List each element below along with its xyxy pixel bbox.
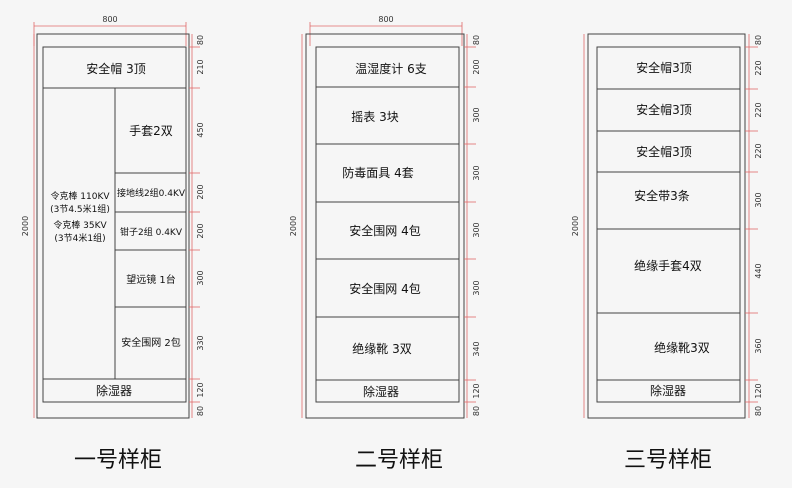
compartment-label: 令克棒 35KV xyxy=(53,219,107,231)
dim-value: 220 xyxy=(754,60,763,75)
cabinet-outer-frame xyxy=(305,33,465,419)
dim-value: 220 xyxy=(754,102,763,117)
dim-value: 80 xyxy=(754,35,763,45)
cabinet-caption: 三号样柜 xyxy=(624,448,712,473)
dim-value: 300 xyxy=(472,107,481,122)
compartment-label: 绝缘手套4双 xyxy=(634,258,702,273)
compartment-label: 绝缘靴3双 xyxy=(654,340,710,355)
compartment-label: 温湿度计 6支 xyxy=(355,61,426,76)
compartment-label: (3节4米1组) xyxy=(54,232,105,244)
dim-value: 300 xyxy=(754,192,763,207)
dim-value: 440 xyxy=(754,263,763,278)
compartment-label: 手套2双 xyxy=(129,124,173,138)
dim-value: 120 xyxy=(472,383,481,398)
width-label: 800 xyxy=(378,15,393,24)
cabinet-2: 800 2000 80 200 300 300 300 300 340 120 … xyxy=(289,15,481,473)
compartment-label: 安全围网 4包 xyxy=(349,281,420,296)
compartment-label: 安全帽 3顶 xyxy=(86,61,145,76)
compartment-label: 安全围网 2包 xyxy=(121,336,181,349)
compartment-label: 摇表 3块 xyxy=(351,110,398,124)
compartment-label: 安全帽3顶 xyxy=(636,102,692,117)
dim-value: 210 xyxy=(196,59,205,74)
cabinet-inner-frame xyxy=(315,46,460,403)
width-label: 800 xyxy=(102,15,117,24)
compartment-label: 令克棒 110KV xyxy=(50,190,110,202)
compartment-label: 除湿器 xyxy=(650,383,686,398)
dim-value: 300 xyxy=(472,222,481,237)
compartment-label: 钳子2组 0.4KV xyxy=(120,226,183,238)
compartment-label: 除湿器 xyxy=(363,384,399,399)
dim-value: 200 xyxy=(196,184,205,199)
height-label: 2000 xyxy=(571,216,580,236)
dim-value: 80 xyxy=(754,406,763,416)
cabinet-inner-frame xyxy=(596,46,741,403)
dim-value: 330 xyxy=(196,335,205,350)
dim-value: 300 xyxy=(472,280,481,295)
compartment-label: 安全带3条 xyxy=(634,188,690,203)
dim-value: 340 xyxy=(472,341,481,356)
cabinet-caption: 二号样柜 xyxy=(355,448,443,473)
dim-value: 300 xyxy=(472,165,481,180)
dim-value: 80 xyxy=(196,406,205,416)
compartment-label: 安全帽3顶 xyxy=(636,60,692,75)
dim-value: 80 xyxy=(196,35,205,45)
dim-value: 220 xyxy=(754,143,763,158)
compartment-label: 安全帽3顶 xyxy=(636,144,692,159)
cabinet-3: 2000 80 220 220 220 300 440 360 120 80 安… xyxy=(571,33,763,473)
dim-value: 300 xyxy=(196,270,205,285)
compartment-label: 绝缘靴 3双 xyxy=(352,341,411,356)
compartment-label: 除湿器 xyxy=(96,383,132,398)
cabinet-caption: 一号样柜 xyxy=(74,448,162,473)
dim-value: 120 xyxy=(196,382,205,397)
cabinet-outer-frame xyxy=(36,33,190,419)
compartment-label: (3节4.5米1组) xyxy=(50,203,110,215)
compartment-label: 安全围网 4包 xyxy=(349,223,420,238)
dim-value: 120 xyxy=(754,383,763,398)
dim-value: 360 xyxy=(754,338,763,353)
dim-value: 200 xyxy=(196,223,205,238)
dim-value: 450 xyxy=(196,122,205,137)
compartment-label: 望远镜 1台 xyxy=(126,273,176,286)
cabinet-1: 800 2000 80 210 450 200 200 300 330 120 … xyxy=(21,15,205,473)
dim-value: 80 xyxy=(472,35,481,45)
compartment-label: 接地线2组0.4KV xyxy=(117,187,186,199)
height-label: 2000 xyxy=(289,216,298,236)
compartment-label: 防毒面具 4套 xyxy=(342,165,413,180)
dim-value: 80 xyxy=(472,406,481,416)
cabinet-outer-frame xyxy=(587,33,746,419)
height-label: 2000 xyxy=(21,216,30,236)
cabinet-inner-frame xyxy=(42,46,187,403)
dim-value: 200 xyxy=(472,59,481,74)
